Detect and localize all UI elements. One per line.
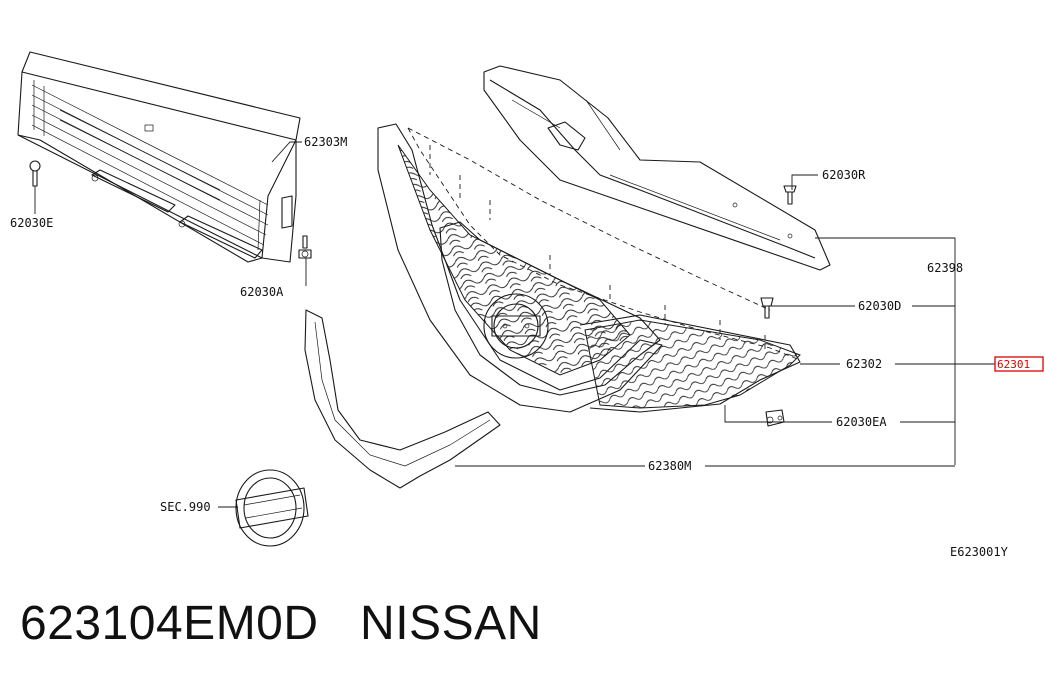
label-62030EA: 62030EA bbox=[836, 415, 887, 429]
label-62030A: 62030A bbox=[240, 285, 284, 299]
label-62398: 62398 bbox=[927, 261, 963, 275]
highlight-box bbox=[994, 356, 1044, 372]
leader-lines bbox=[34, 141, 995, 508]
assembly-outline bbox=[407, 127, 801, 361]
upper-cover-part bbox=[483, 65, 831, 271]
label-62030R: 62030R bbox=[822, 168, 866, 182]
label-sec-990: SEC.990 bbox=[160, 500, 211, 514]
clip-r-part bbox=[783, 185, 797, 205]
caption-brand: NISSAN bbox=[360, 597, 542, 650]
clip-d-part bbox=[760, 297, 774, 319]
label-62380M: 62380M bbox=[648, 459, 691, 473]
clip-ea-part bbox=[765, 409, 785, 427]
label-62301-highlighted[interactable]: 62301 bbox=[997, 358, 1030, 371]
clip-e-part bbox=[29, 160, 41, 187]
clip-a-part bbox=[298, 235, 312, 259]
label-62030D: 62030D bbox=[858, 299, 901, 313]
main-grille-part bbox=[377, 123, 801, 413]
label-62302: 62302 bbox=[846, 357, 882, 371]
part-caption: 623104EM0D NISSAN bbox=[20, 596, 542, 651]
upper-duct-part bbox=[17, 51, 301, 263]
molding-part bbox=[304, 309, 501, 489]
caption-part-number: 623104EM0D bbox=[20, 597, 319, 650]
emblem-part bbox=[235, 469, 309, 547]
label-62303M: 62303M bbox=[304, 135, 347, 149]
diagram-code: E623001Y bbox=[950, 545, 1009, 559]
label-62030E: 62030E bbox=[10, 216, 53, 230]
